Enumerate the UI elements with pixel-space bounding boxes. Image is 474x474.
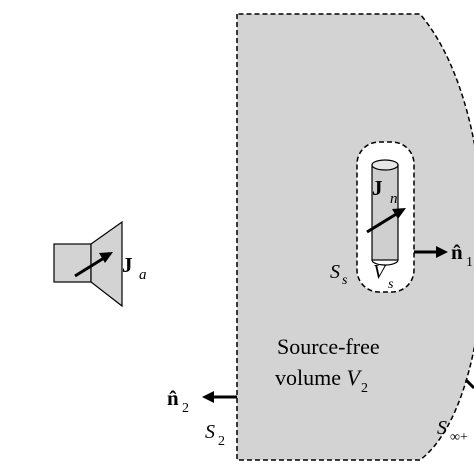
horn-antenna [53,220,123,308]
normal-right-label: n̂ [451,240,463,264]
inner-volume-label: V [373,261,388,283]
region-label-line1: Source-free [277,334,380,359]
normal-right-subscript: 1 [466,255,473,270]
infinity-surface-subscript: ∞+ [450,430,468,445]
antenna-current-subscript: a [139,267,147,283]
internal-current-label: J [372,176,383,200]
boundary-subscript: 2 [218,434,225,449]
normal-arrow-right [414,246,448,258]
inner-volume-subscript: s [388,277,394,292]
internal-source-cylinder [371,159,399,266]
antenna-current-label: J [122,253,133,277]
infinity-boundary-marker [464,378,474,390]
boundary-label: S [205,421,215,443]
region-label-line2: volume V [275,365,363,390]
region-label-subscript: 2 [361,381,368,396]
normal-left-label: n̂ [167,386,179,410]
internal-current-arrow [366,208,406,234]
infinity-surface-label: S [437,417,447,439]
antenna-current-arrow [74,252,113,278]
source-free-region [236,13,474,461]
normal-left-subscript: 2 [182,401,189,416]
internal-current-subscript: n [390,191,398,207]
inner-surface-label: S [330,261,340,283]
inner-surface-subscript: s [342,273,348,288]
normal-arrow-left [202,391,237,403]
